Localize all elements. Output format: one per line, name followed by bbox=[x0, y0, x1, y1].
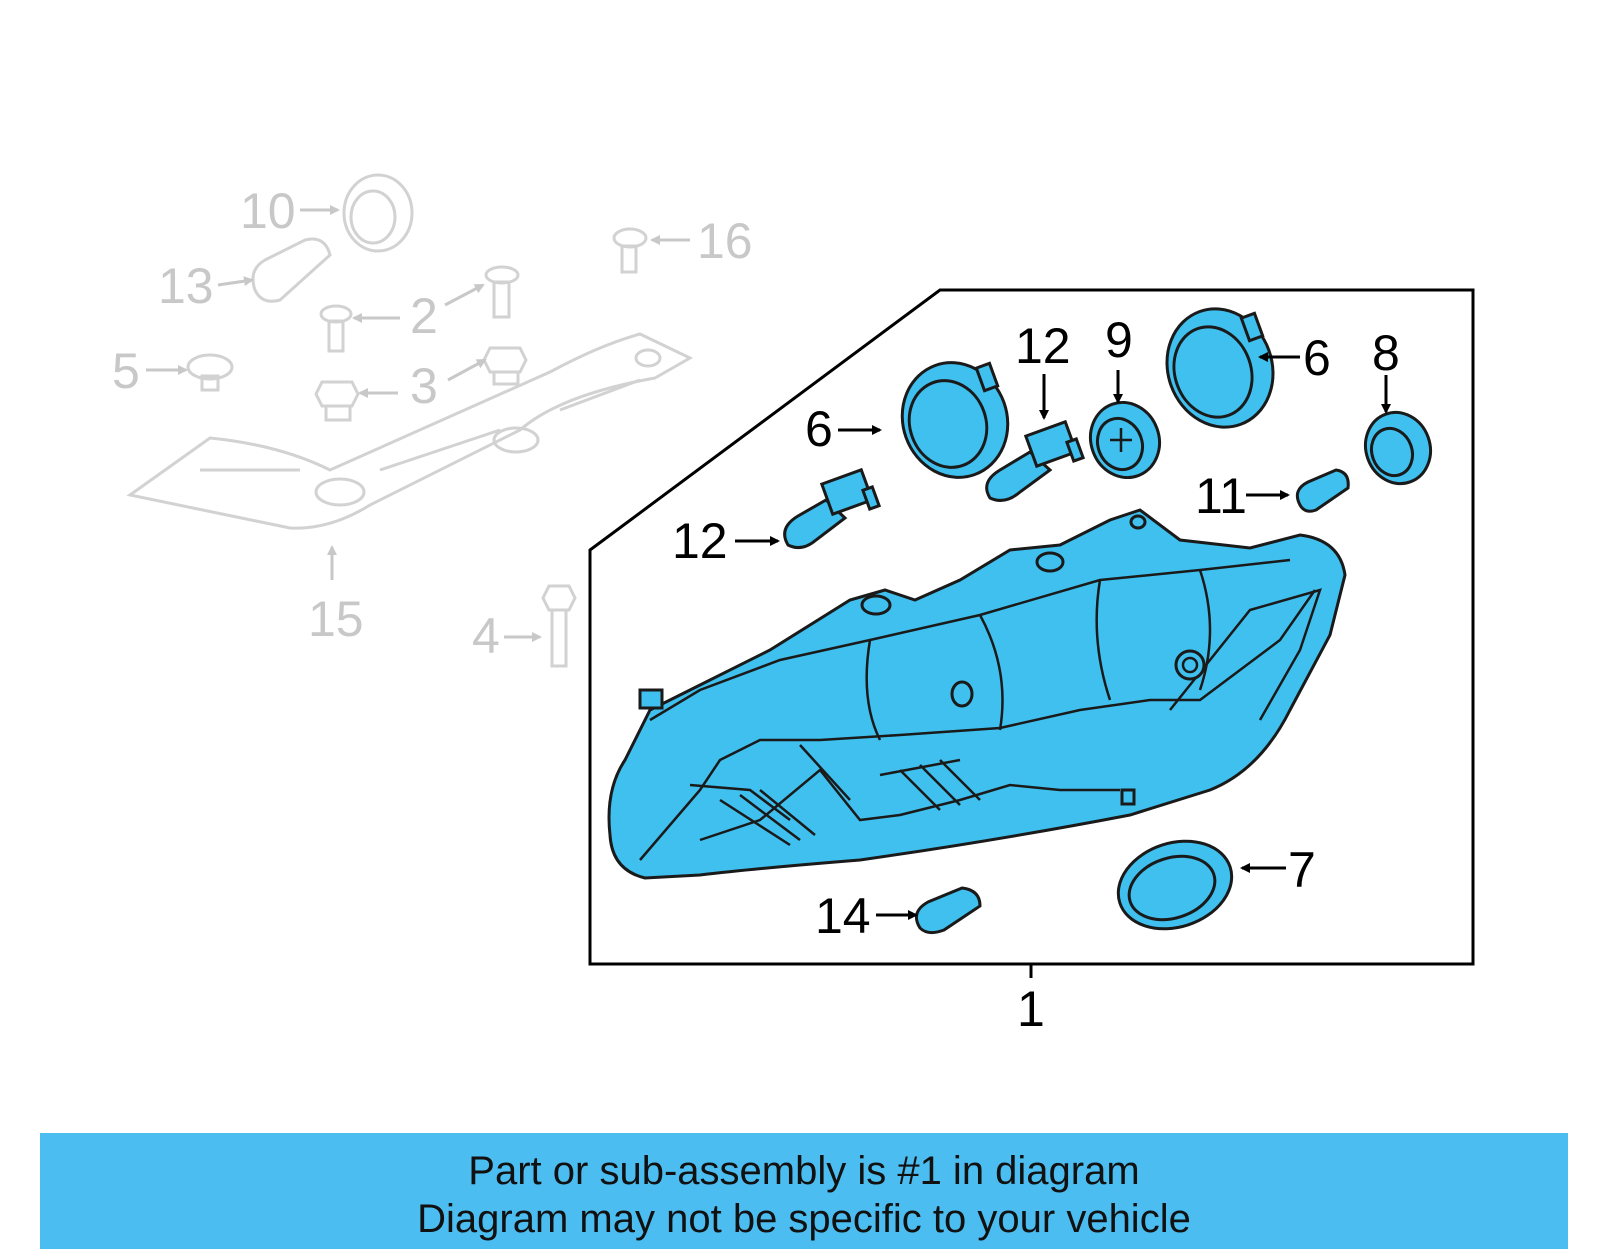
callout-12-lower: 12 bbox=[672, 513, 728, 569]
info-banner: Part or sub-assembly is #1 in diagram Di… bbox=[40, 1133, 1568, 1249]
callout-14: 14 bbox=[815, 888, 871, 944]
callout-5: 5 bbox=[112, 343, 140, 399]
callout-6-left: 6 bbox=[805, 401, 833, 457]
bulb-part-12-upper[interactable] bbox=[985, 419, 1086, 502]
callout-8: 8 bbox=[1372, 325, 1400, 381]
headlamp-assembly[interactable] bbox=[607, 508, 1347, 880]
grommet-part-7[interactable] bbox=[1107, 827, 1243, 943]
callout-4: 4 bbox=[472, 608, 500, 664]
assembly-frame bbox=[588, 288, 1475, 966]
banner-line-2: Diagram may not be specific to your vehi… bbox=[417, 1197, 1191, 1241]
callout-16: 16 bbox=[697, 213, 753, 269]
callout-15: 15 bbox=[308, 591, 364, 647]
callout-3: 3 bbox=[410, 358, 438, 414]
bolt-part-4 bbox=[541, 584, 577, 668]
bulb-part-13 bbox=[251, 237, 332, 303]
bracket-part-15 bbox=[126, 332, 694, 530]
socket-part-8[interactable] bbox=[1356, 403, 1441, 493]
nut-part-3a bbox=[482, 346, 528, 386]
callout-9: 9 bbox=[1105, 312, 1133, 368]
callout-6-right: 6 bbox=[1303, 330, 1331, 386]
callout-7: 7 bbox=[1288, 842, 1316, 898]
clip-part-5 bbox=[186, 353, 234, 392]
screw-part-2b bbox=[319, 304, 353, 353]
banner-line-1: Part or sub-assembly is #1 in diagram bbox=[468, 1149, 1140, 1193]
socket-part-9[interactable] bbox=[1080, 393, 1170, 488]
screw-part-16 bbox=[612, 227, 648, 274]
callout-13: 13 bbox=[158, 258, 214, 314]
callout-2: 2 bbox=[410, 288, 438, 344]
bulb-part-11[interactable] bbox=[1295, 468, 1350, 513]
callout-12-upper: 12 bbox=[1015, 318, 1071, 374]
bulb-part-12-lower[interactable] bbox=[783, 467, 882, 550]
callout-11: 11 bbox=[1195, 468, 1247, 524]
callout-1: 1 bbox=[1017, 981, 1045, 1037]
cap-part-6-left[interactable] bbox=[886, 348, 1023, 493]
grommet-part-10 bbox=[342, 173, 414, 253]
cap-part-6-right[interactable] bbox=[1151, 294, 1290, 442]
screw-part-2a bbox=[484, 265, 520, 319]
nut-part-3b bbox=[314, 380, 360, 422]
bulb-part-14[interactable] bbox=[914, 886, 982, 935]
callout-10: 10 bbox=[240, 183, 296, 239]
